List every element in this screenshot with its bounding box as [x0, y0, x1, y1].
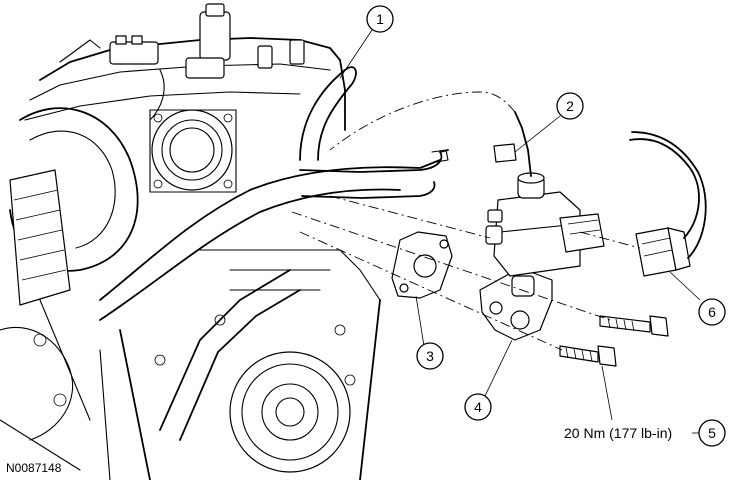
figure-id: N0087148 — [6, 461, 62, 475]
callout-6: 6 — [698, 298, 726, 326]
callout-5: 5 — [692, 419, 726, 447]
leader-lines — [339, 29, 701, 421]
callout-4-label: 4 — [474, 399, 482, 415]
engine-illustration — [0, 3, 449, 480]
alignment-lines — [291, 91, 641, 351]
torque-spec: 20 Nm (177 lb-in) — [564, 425, 672, 441]
callout-3: 3 — [416, 342, 444, 370]
callout-1: 1 — [366, 5, 394, 33]
callout-4: 4 — [464, 393, 492, 421]
gasket — [391, 231, 453, 299]
callout-2: 2 — [556, 92, 584, 120]
callout-5-label: 5 — [708, 425, 716, 441]
egr-vacuum-regulator — [479, 111, 605, 341]
callout-6-label: 6 — [708, 304, 716, 320]
callout-1-label: 1 — [376, 11, 384, 27]
bolt-upper — [599, 315, 669, 337]
bolt-lower — [559, 345, 617, 367]
callout-2-label: 2 — [566, 98, 574, 114]
callout-3-label: 3 — [426, 348, 434, 364]
electrical-connector — [629, 131, 707, 277]
